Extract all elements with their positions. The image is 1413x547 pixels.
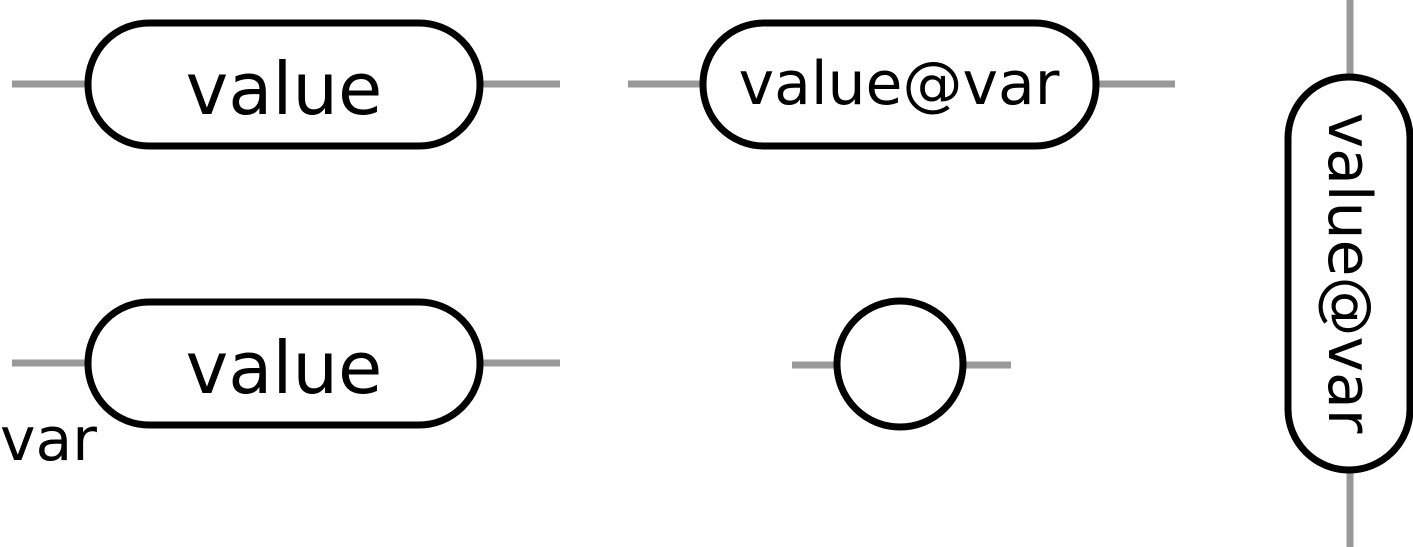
node-empty-circle [792,297,1011,431]
variable-label: var [0,405,97,475]
terminal-label: value [186,326,383,410]
terminal-label: value [186,47,383,131]
node-value-at-var-vertical: value@var [1284,0,1413,547]
node-value-bottom: value var [0,298,560,475]
node-value-at-var-top: value@var [628,19,1175,150]
terminal-box [699,19,1100,150]
node-value-top: value [12,19,560,150]
terminal-box [1284,73,1413,474]
terminal-label: value@var [1314,113,1384,434]
terminal-box [84,298,484,429]
terminal-label: value@var [739,49,1060,119]
empty-circle-shape [833,297,967,431]
terminal-box [84,19,484,150]
